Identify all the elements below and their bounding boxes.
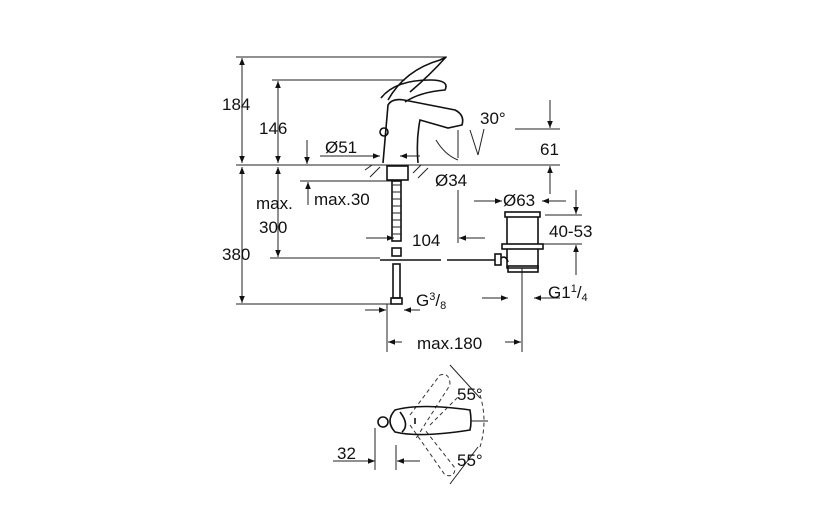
label-55-lower: 55° xyxy=(457,451,483,470)
label-max: max. xyxy=(256,194,293,213)
label-g-1-1-4: G11/4 xyxy=(548,283,588,304)
faucet-side-view xyxy=(364,56,502,305)
label-max-180: max.180 xyxy=(417,334,482,353)
label-max-30: max.30 xyxy=(314,190,370,209)
label-380: 380 xyxy=(222,245,250,264)
extension-lines xyxy=(236,56,582,352)
label-61: 61 xyxy=(540,140,559,159)
label-40-53: 40-53 xyxy=(549,222,592,241)
faucet-top-view xyxy=(377,364,488,485)
label-diameter-34: Ø34 xyxy=(435,171,467,190)
dimension-labels: 184 146 Ø51 30° 61 Ø34 max. max.30 300 3… xyxy=(222,95,592,470)
label-32: 32 xyxy=(337,444,356,463)
label-300: 300 xyxy=(259,218,287,237)
dimension-arrows xyxy=(239,58,579,470)
label-146: 146 xyxy=(259,119,287,138)
label-55-upper: 55° xyxy=(457,385,483,404)
pop-up-waste xyxy=(500,211,544,273)
label-184: 184 xyxy=(222,95,250,114)
label-104: 104 xyxy=(412,231,440,250)
label-diameter-63: Ø63 xyxy=(503,191,535,210)
label-g-3-8: G3/8 xyxy=(416,291,446,312)
label-diameter-51: Ø51 xyxy=(325,138,357,157)
label-30-degrees: 30° xyxy=(480,109,506,128)
